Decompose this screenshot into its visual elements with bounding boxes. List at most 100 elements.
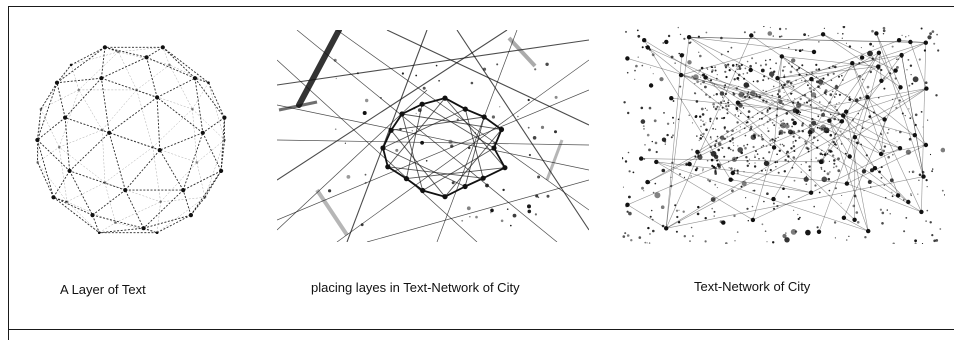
city-dot	[780, 84, 783, 86]
city-dot	[713, 210, 716, 213]
city-dot	[649, 233, 651, 235]
city-dot	[736, 129, 738, 131]
city-node	[679, 53, 684, 58]
city-dot	[831, 90, 834, 93]
city-dot	[914, 239, 917, 243]
city-dot	[651, 53, 655, 57]
city-dot	[792, 118, 795, 121]
city-dot	[860, 47, 862, 49]
city-dot	[899, 130, 902, 134]
city-dot	[661, 224, 665, 228]
city-dot	[801, 130, 804, 133]
city-node	[899, 52, 904, 58]
city-dot	[700, 66, 704, 70]
city-dot	[753, 31, 756, 34]
city-dot	[742, 73, 745, 75]
city-dot	[720, 53, 723, 56]
city-dot	[785, 124, 790, 129]
city-dot	[848, 138, 850, 140]
city-dot	[772, 35, 774, 37]
city-dot	[762, 89, 764, 91]
network-line	[346, 30, 428, 242]
city-dot	[733, 78, 736, 81]
city-node	[859, 55, 865, 60]
city-dot	[812, 136, 816, 139]
city-dot	[644, 144, 646, 146]
city-dot	[730, 167, 733, 170]
fragment-dot	[364, 173, 367, 176]
city-dot	[714, 128, 717, 130]
city-dot	[871, 57, 874, 60]
sphere-edge	[104, 182, 116, 223]
city-node	[654, 159, 659, 165]
city-node	[645, 45, 650, 50]
city-dot	[765, 90, 767, 93]
city-node	[850, 61, 855, 66]
city-dot	[696, 212, 700, 216]
city-dot	[935, 239, 939, 242]
city-dot	[802, 95, 804, 97]
city-dot	[833, 162, 836, 165]
city-dot	[827, 73, 829, 75]
city-link	[647, 66, 879, 183]
city-dot	[811, 120, 817, 126]
city-dot	[801, 64, 804, 67]
city-dot	[739, 131, 741, 133]
city-dot	[798, 67, 801, 70]
city-dot	[731, 137, 734, 140]
city-dot	[805, 229, 811, 236]
city-node	[664, 226, 669, 231]
sphere-edge	[92, 214, 144, 229]
city-link	[852, 63, 922, 213]
city-dot	[796, 102, 802, 109]
fragment-dot	[469, 216, 471, 218]
sphere-edge	[102, 89, 137, 131]
city-dot	[769, 67, 772, 70]
sphere-node	[223, 138, 226, 142]
city-dot	[718, 102, 720, 104]
city-dot	[925, 220, 927, 222]
sphere-edge	[56, 46, 106, 84]
city-link	[665, 55, 683, 229]
city-dot	[889, 72, 892, 75]
city-dot	[834, 187, 837, 190]
city-dot	[746, 143, 749, 146]
city-dot	[755, 93, 758, 96]
city-dot	[917, 193, 919, 195]
city-dot	[683, 176, 686, 178]
city-dot	[769, 26, 771, 29]
city-dot	[716, 163, 720, 166]
city-dot	[832, 140, 835, 144]
city-dot	[793, 209, 795, 211]
city-dot	[781, 102, 785, 106]
city-dot	[771, 138, 774, 141]
city-dot	[836, 109, 838, 112]
city-dot	[761, 137, 764, 141]
panel-placing-layers	[277, 30, 589, 242]
city-node	[852, 135, 858, 140]
geodesic-sphere-illustration	[35, 45, 227, 234]
city-dot	[714, 84, 715, 86]
fragment-dot	[467, 146, 471, 150]
city-dot	[914, 242, 917, 244]
city-dot	[749, 64, 752, 68]
city-dot	[866, 85, 870, 89]
city-dot	[776, 93, 779, 96]
city-dot	[740, 185, 743, 188]
city-dot	[856, 141, 859, 145]
city-dot	[808, 99, 811, 102]
thick-stroke	[278, 100, 318, 112]
fragment-dot	[512, 213, 517, 218]
city-link	[843, 115, 901, 149]
city-dot	[725, 75, 728, 79]
city-dot	[682, 210, 685, 213]
city-link	[666, 121, 843, 229]
city-dot	[623, 101, 626, 104]
city-dot	[791, 58, 796, 63]
city-dot	[712, 102, 715, 106]
city-dot	[793, 150, 796, 152]
sphere-node	[155, 231, 159, 234]
city-dot	[820, 78, 822, 80]
city-dot	[746, 160, 749, 163]
city-dot	[911, 82, 914, 85]
